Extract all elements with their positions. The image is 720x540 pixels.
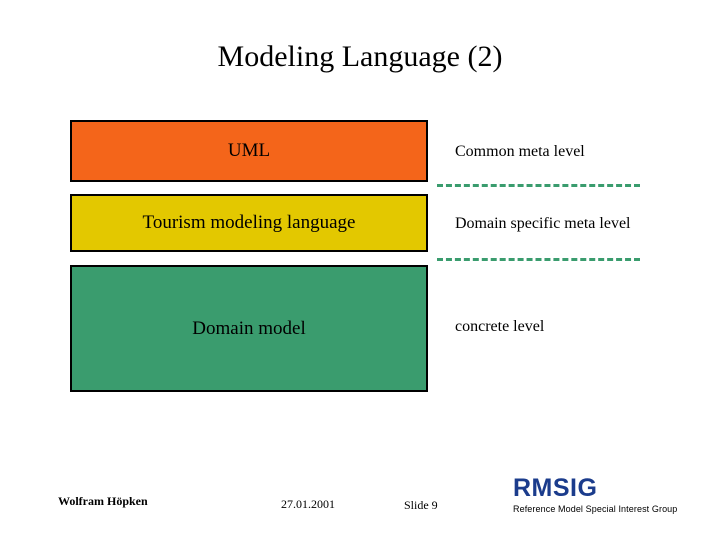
- box-uml: UML: [70, 120, 428, 182]
- box-tourism-modeling-language: Tourism modeling language: [70, 194, 428, 252]
- page-title: Modeling Language (2): [217, 40, 503, 73]
- box-tourism-label: Tourism modeling language: [142, 212, 356, 233]
- label-concrete-level: concrete level: [455, 318, 545, 335]
- logo-text: RMSIG: [513, 474, 598, 502]
- divider-line-domain-specific: [437, 258, 640, 261]
- footer-date: 27.01.2001: [281, 497, 335, 511]
- label-domain-specific-meta-level: Domain specific meta level: [455, 215, 631, 232]
- box-uml-label: UML: [227, 140, 271, 161]
- footer-author: Wolfram Höpken: [58, 494, 148, 508]
- footer-logo: RMSIG Reference Model Special Interest G…: [513, 474, 713, 515]
- divider-line-common: [437, 184, 640, 187]
- footer-slide-number: Slide 9: [404, 498, 438, 512]
- box-domain-model: Domain model: [70, 265, 428, 392]
- label-common-meta-level: Common meta level: [455, 143, 585, 160]
- logo-subtitle: Reference Model Special Interest Group: [513, 504, 678, 514]
- box-domain-model-label: Domain model: [192, 317, 306, 339]
